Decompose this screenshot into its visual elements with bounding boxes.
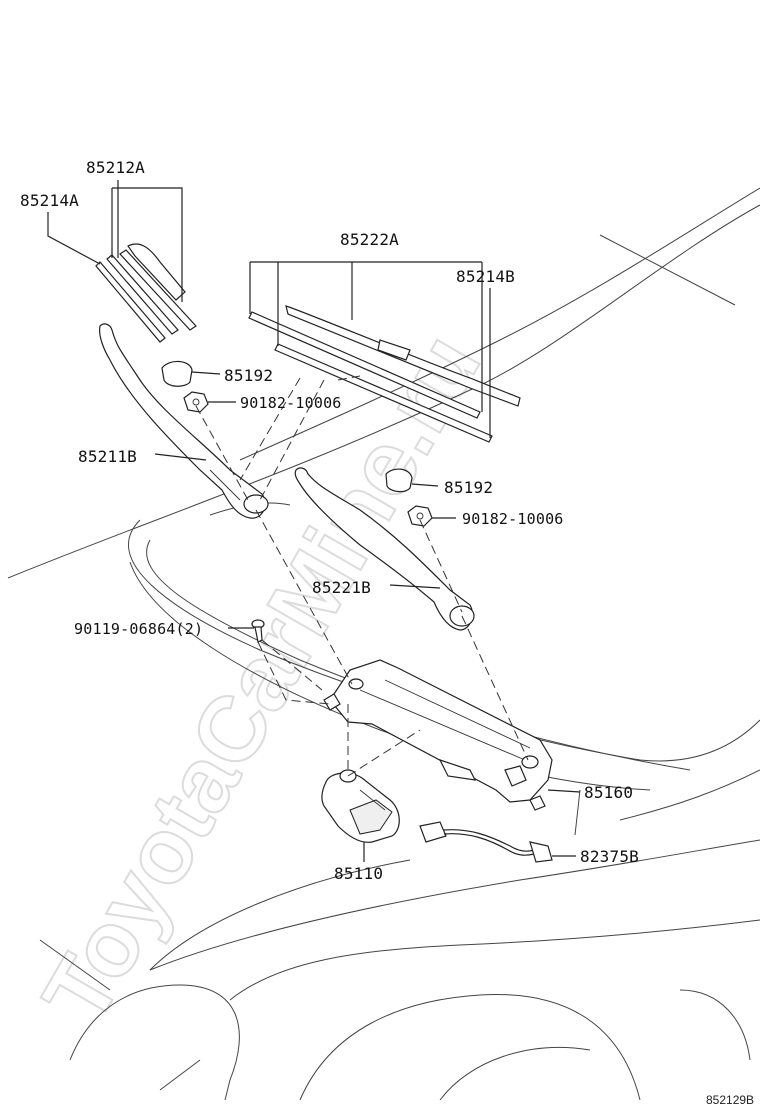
label-85110: 85110 bbox=[334, 864, 383, 883]
leader-lines bbox=[47, 180, 581, 862]
connector bbox=[419, 821, 553, 863]
label-85214a: 85214A bbox=[20, 191, 79, 210]
label-85222a: 85222A bbox=[340, 230, 399, 249]
label-90119: 90119-06864(2) bbox=[74, 620, 203, 638]
label-90182-lower: 90182-10006 bbox=[462, 510, 564, 528]
label-85192-upper: 85192 bbox=[224, 366, 273, 385]
diagram-code: 852129B bbox=[706, 1093, 754, 1107]
label-85192-lower: 85192 bbox=[444, 478, 493, 497]
label-85221b: 85221B bbox=[312, 578, 371, 597]
watermark: ToyotaCarMine.ru bbox=[24, 318, 500, 1040]
link-assembly bbox=[323, 659, 553, 811]
label-90182-upper: 90182-10006 bbox=[240, 394, 342, 412]
wiper-motor bbox=[321, 769, 400, 843]
vehicle-body-outline bbox=[7, 187, 760, 1101]
assembly-dashed-lines bbox=[195, 375, 529, 777]
nut-lower bbox=[407, 505, 433, 527]
wiper-blade-lh bbox=[95, 243, 197, 343]
wiper-blade-rh bbox=[248, 305, 521, 443]
label-85212a: 85212A bbox=[86, 158, 145, 177]
label-82375b: 82375B bbox=[580, 847, 639, 866]
label-85160: 85160 bbox=[584, 783, 633, 802]
label-85211b: 85211B bbox=[78, 447, 137, 466]
label-85214b: 85214B bbox=[456, 267, 515, 286]
cap-upper bbox=[161, 360, 193, 387]
nut-upper bbox=[183, 391, 209, 413]
cap-lower bbox=[385, 468, 413, 493]
wiper-arm-lh bbox=[99, 323, 269, 519]
